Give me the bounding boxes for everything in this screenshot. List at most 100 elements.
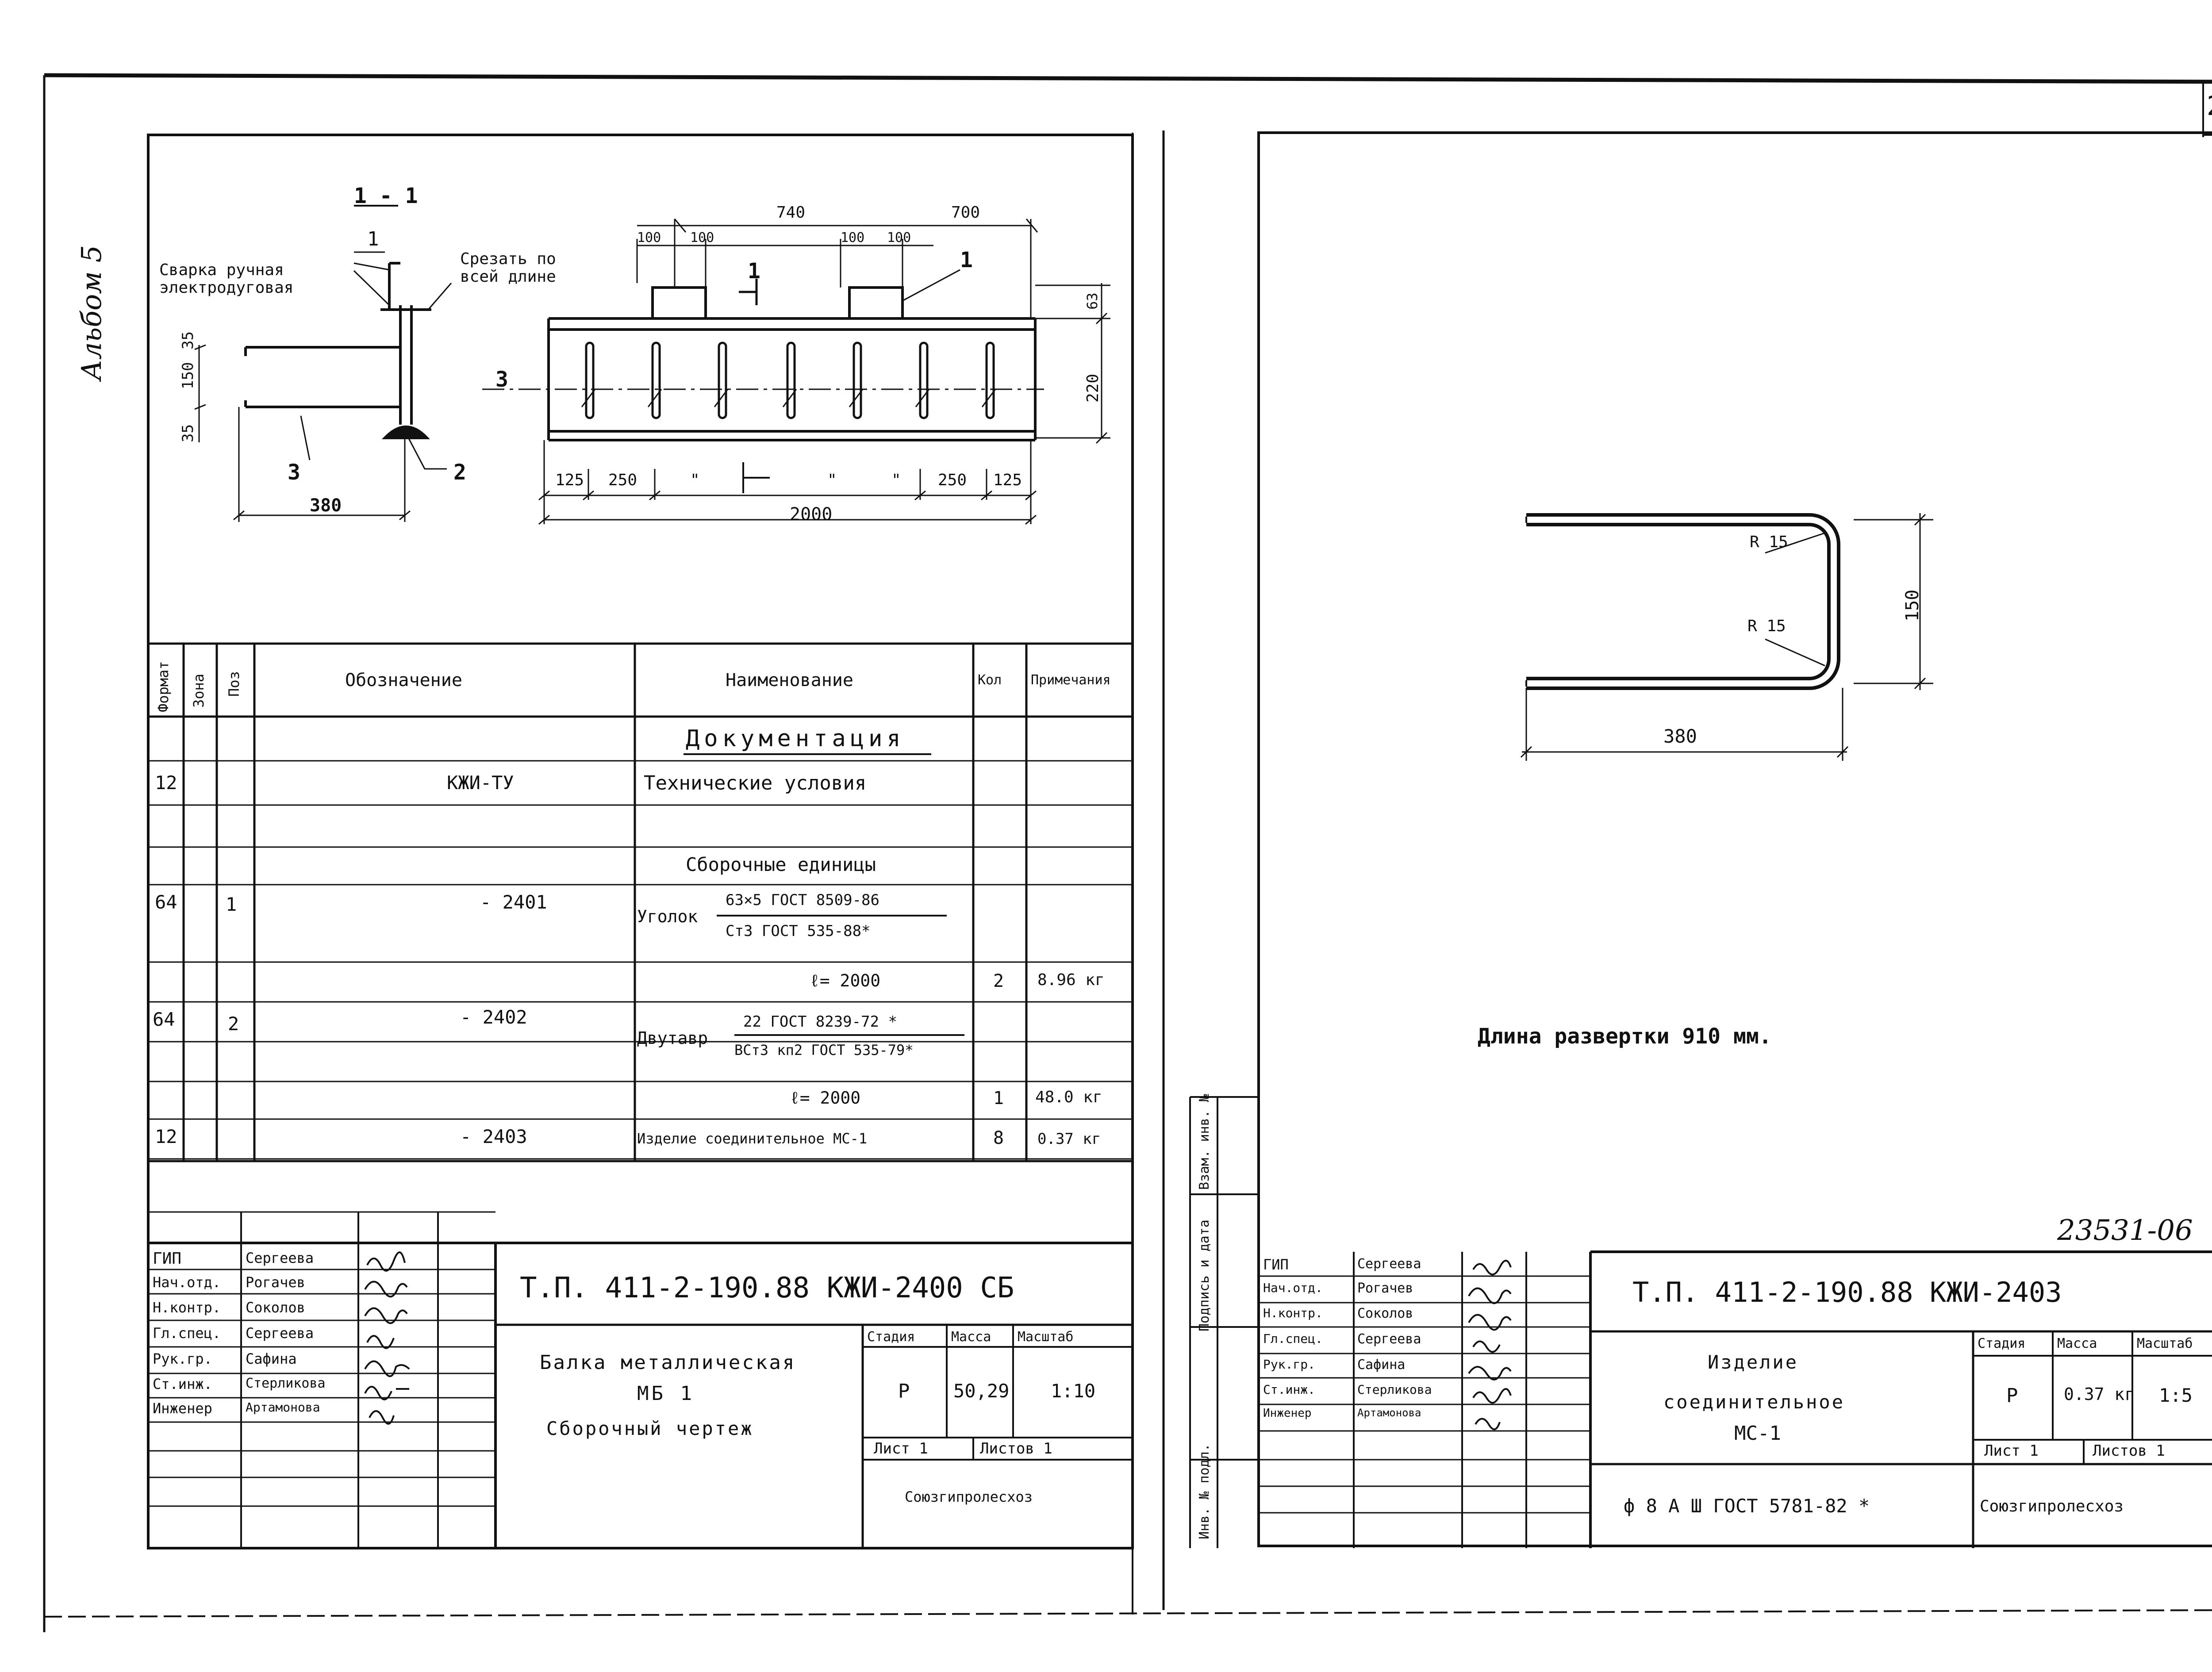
left-name-0: Сергеева bbox=[246, 1250, 314, 1266]
right-role-gip: ГИП bbox=[1263, 1256, 1289, 1273]
right-scale-header: Масштаб bbox=[2137, 1336, 2193, 1351]
dim-100-c: 100 bbox=[841, 230, 865, 245]
spec-row-2-qty: 2 bbox=[993, 971, 1004, 991]
col-header-qty: Кол bbox=[978, 672, 1002, 688]
right-title-line-2: соединительное bbox=[1663, 1391, 1845, 1413]
spec-row-3-designation: - 2402 bbox=[460, 1006, 527, 1028]
left-name-1: Рогачев bbox=[246, 1274, 305, 1291]
spec-row-5-name: Изделие соединительное МС-1 bbox=[637, 1130, 868, 1147]
dim-700: 700 bbox=[951, 203, 980, 222]
left-role-gl-spec: Гл.спец. bbox=[153, 1325, 221, 1342]
right-role-st-inzh: Ст.инж. bbox=[1263, 1382, 1316, 1397]
page-number: 25 bbox=[2207, 91, 2212, 122]
dim-250-a: 250 bbox=[608, 471, 637, 489]
right-doc-code: Т.П. 411-2-190.88 КЖИ-2403 bbox=[1632, 1276, 2062, 1308]
elev-pos-3: 3 bbox=[495, 367, 508, 392]
left-scale-value: 1:10 bbox=[1051, 1380, 1096, 1402]
dim-2000: 2000 bbox=[790, 504, 833, 525]
left-sheet-label: Лист 1 bbox=[874, 1440, 928, 1457]
spec-row-2-note: 8.96 кг bbox=[1037, 971, 1105, 989]
right-stage-value: Р bbox=[2006, 1384, 2018, 1407]
right-name-1: Рогачев bbox=[1357, 1281, 1413, 1296]
dim-250-b: 250 bbox=[938, 471, 967, 489]
left-name-3: Сергеева bbox=[246, 1325, 314, 1342]
dim-100-a: 100 bbox=[637, 230, 661, 245]
left-stage-header: Стадия bbox=[867, 1329, 915, 1345]
ditto-mark-3: " bbox=[891, 471, 901, 489]
right-mass-header: Масса bbox=[2057, 1336, 2097, 1351]
left-role-gip: ГИП bbox=[153, 1250, 182, 1268]
right-role-ruk-gr: Рук.гр. bbox=[1263, 1357, 1316, 1372]
spec-row-5-format: 12 bbox=[155, 1126, 177, 1147]
elev-section-mark: 1 bbox=[748, 259, 760, 284]
dim-100-b: 100 bbox=[690, 230, 714, 245]
dim-380: 380 bbox=[310, 495, 342, 516]
weld-note-1: Сварка ручная bbox=[159, 261, 284, 279]
right-role-nach-otd: Нач.отд. bbox=[1263, 1281, 1323, 1295]
right-name-4: Сафина bbox=[1357, 1357, 1406, 1373]
spec-row-4-note: 48.0 кг bbox=[1035, 1088, 1102, 1106]
right-org-name: Союзгипролесхоз bbox=[1980, 1497, 2124, 1515]
ditto-mark-2: " bbox=[827, 471, 837, 489]
spec-row-1-name-bottom: Ст3 ГОСТ 535-88* bbox=[726, 922, 871, 940]
cut-note-1: Срезать по bbox=[460, 250, 556, 268]
left-org-name: Союзгипролесхоз bbox=[905, 1488, 1033, 1505]
dim-125-a: 125 bbox=[555, 471, 584, 489]
left-title-line-3: Сборочный чертеж bbox=[546, 1418, 754, 1439]
dim-100-d: 100 bbox=[887, 230, 911, 245]
left-scale-header: Масштаб bbox=[1018, 1329, 1074, 1345]
right-name-6: Артамонова bbox=[1357, 1407, 1421, 1419]
section-label: 1 - 1 bbox=[354, 184, 418, 208]
dim-125-b: 125 bbox=[993, 471, 1022, 489]
weld-note-2: электродуговая bbox=[159, 279, 294, 297]
spec-row-5-designation: - 2403 bbox=[460, 1126, 527, 1147]
reference-number: 23531-06 bbox=[2057, 1214, 2193, 1247]
spec-row-1-format: 64 bbox=[155, 891, 177, 913]
right-mass-value: 0.37 кг bbox=[2064, 1384, 2135, 1404]
right-role-inzhener: Инженер bbox=[1263, 1407, 1312, 1420]
spec-row-3-pos: 2 bbox=[228, 1013, 239, 1035]
right-title-line-3: МС-1 bbox=[1734, 1422, 1781, 1445]
right-sheets-label: Листов 1 bbox=[2093, 1442, 2165, 1460]
col-header-note: Примечания bbox=[1031, 672, 1111, 688]
spec-row-3-name-prefix: Двутавр bbox=[637, 1028, 708, 1048]
pos-3-label: 3 bbox=[288, 460, 300, 485]
left-role-nach-otd: Нач.отд. bbox=[153, 1274, 221, 1291]
dim-740: 740 bbox=[776, 203, 806, 222]
spec-row-1-name-prefix: Уголок bbox=[637, 907, 698, 926]
left-name-4: Сафина bbox=[246, 1350, 297, 1367]
col-header-name: Наименование bbox=[726, 670, 853, 690]
spec-row-0-format: 12 bbox=[155, 772, 177, 794]
dim-380-right: 380 bbox=[1663, 725, 1697, 747]
right-role-gl-spec: Гл.спец. bbox=[1263, 1331, 1323, 1346]
spec-row-3-format: 64 bbox=[153, 1009, 175, 1030]
spec-row-0-name: Технические условия bbox=[644, 772, 867, 794]
right-name-2: Соколов bbox=[1357, 1306, 1413, 1321]
right-stage-header: Стадия bbox=[1978, 1336, 2026, 1351]
left-name-5: Стерликова bbox=[246, 1376, 326, 1391]
left-doc-code: Т.П. 411-2-190.88 КЖИ-2400 СБ bbox=[520, 1272, 1014, 1304]
spec-row-4-qty: 1 bbox=[993, 1088, 1004, 1108]
spec-row-3-name-bottom: ВСт3 кп2 ГОСТ 535-79* bbox=[734, 1042, 914, 1058]
right-name-3: Сергеева bbox=[1357, 1331, 1421, 1347]
left-role-inzhener: Инженер bbox=[153, 1400, 212, 1417]
left-name-2: Соколов bbox=[246, 1299, 305, 1316]
left-role-st-inzh: Ст.инж. bbox=[153, 1376, 212, 1392]
right-sheet-label: Лист 1 bbox=[1984, 1442, 2039, 1460]
col-header-designation: Обозначение bbox=[345, 670, 462, 690]
right-name-5: Стерликова bbox=[1357, 1382, 1432, 1397]
cut-note-2: всей длине bbox=[460, 268, 556, 286]
right-role-n-kontr: Н.контр. bbox=[1263, 1306, 1323, 1320]
pos-1-label: 1 bbox=[367, 228, 379, 250]
right-scale-value: 1:5 bbox=[2159, 1384, 2193, 1406]
spec-row-5-qty: 8 bbox=[993, 1128, 1004, 1148]
spec-section-documentation: Документация bbox=[686, 725, 905, 752]
spec-row-4-name: ℓ= 2000 bbox=[790, 1088, 861, 1108]
